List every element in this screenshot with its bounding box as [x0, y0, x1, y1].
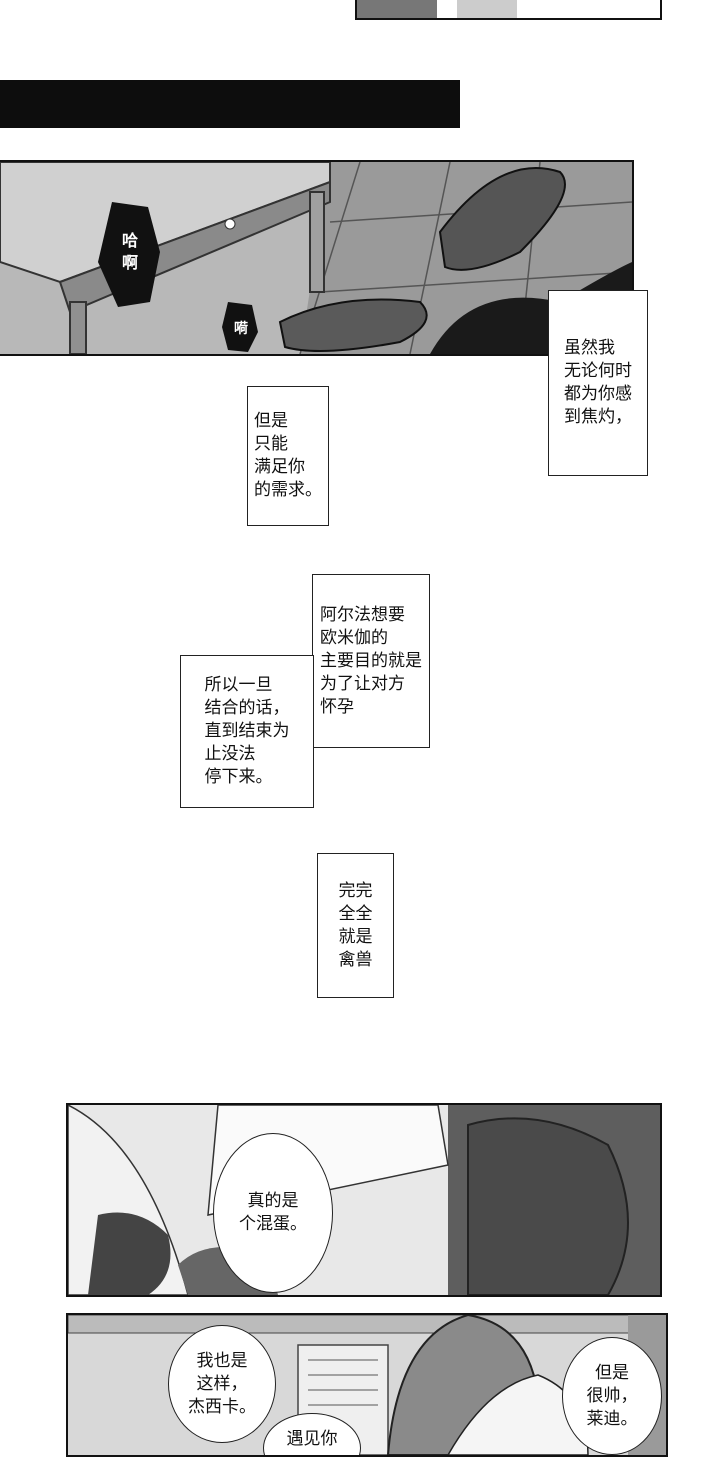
speech-bubble-handsome: 但是 很帅， 莱迪。 [562, 1337, 662, 1455]
sfx-pant: 哈 啊 [121, 231, 138, 272]
floor-scene-art [0, 162, 632, 354]
speech-bubble-bastard: 真的是 个混蛋。 [213, 1133, 333, 1293]
panel-couple: 我也是 这样， 杰西卡。 遇见你 但是 很帅， 莱迪。 [66, 1313, 668, 1457]
previous-panel-art [357, 0, 517, 18]
sfx-gasp: 嗬 [234, 321, 248, 337]
narration-box-5: 完完 全全 就是 禽兽 [317, 853, 394, 998]
panel-embrace: 真的是 个混蛋。 [66, 1103, 662, 1297]
speech-bubble-me-too: 我也是 这样， 杰西卡。 [168, 1325, 276, 1443]
embrace-scene-art [68, 1105, 660, 1295]
narration-box-2: 但是 只能 满足你 的需求。 [247, 386, 329, 526]
narration-box-3: 阿尔法想要 欧米伽的 主要目的就是 为了让对方 怀孕 [312, 574, 430, 748]
narration-box-1: 虽然我 无论何时 都为你感 到焦灼， [548, 290, 648, 476]
black-scene-bar [0, 80, 460, 128]
panel-floor-slippers: 哈 啊 嗬 [0, 160, 634, 356]
previous-panel-remnant [355, 0, 662, 20]
narration-box-4: 所以一旦 结合的话， 直到结束为 止没法 停下来。 [180, 655, 314, 808]
